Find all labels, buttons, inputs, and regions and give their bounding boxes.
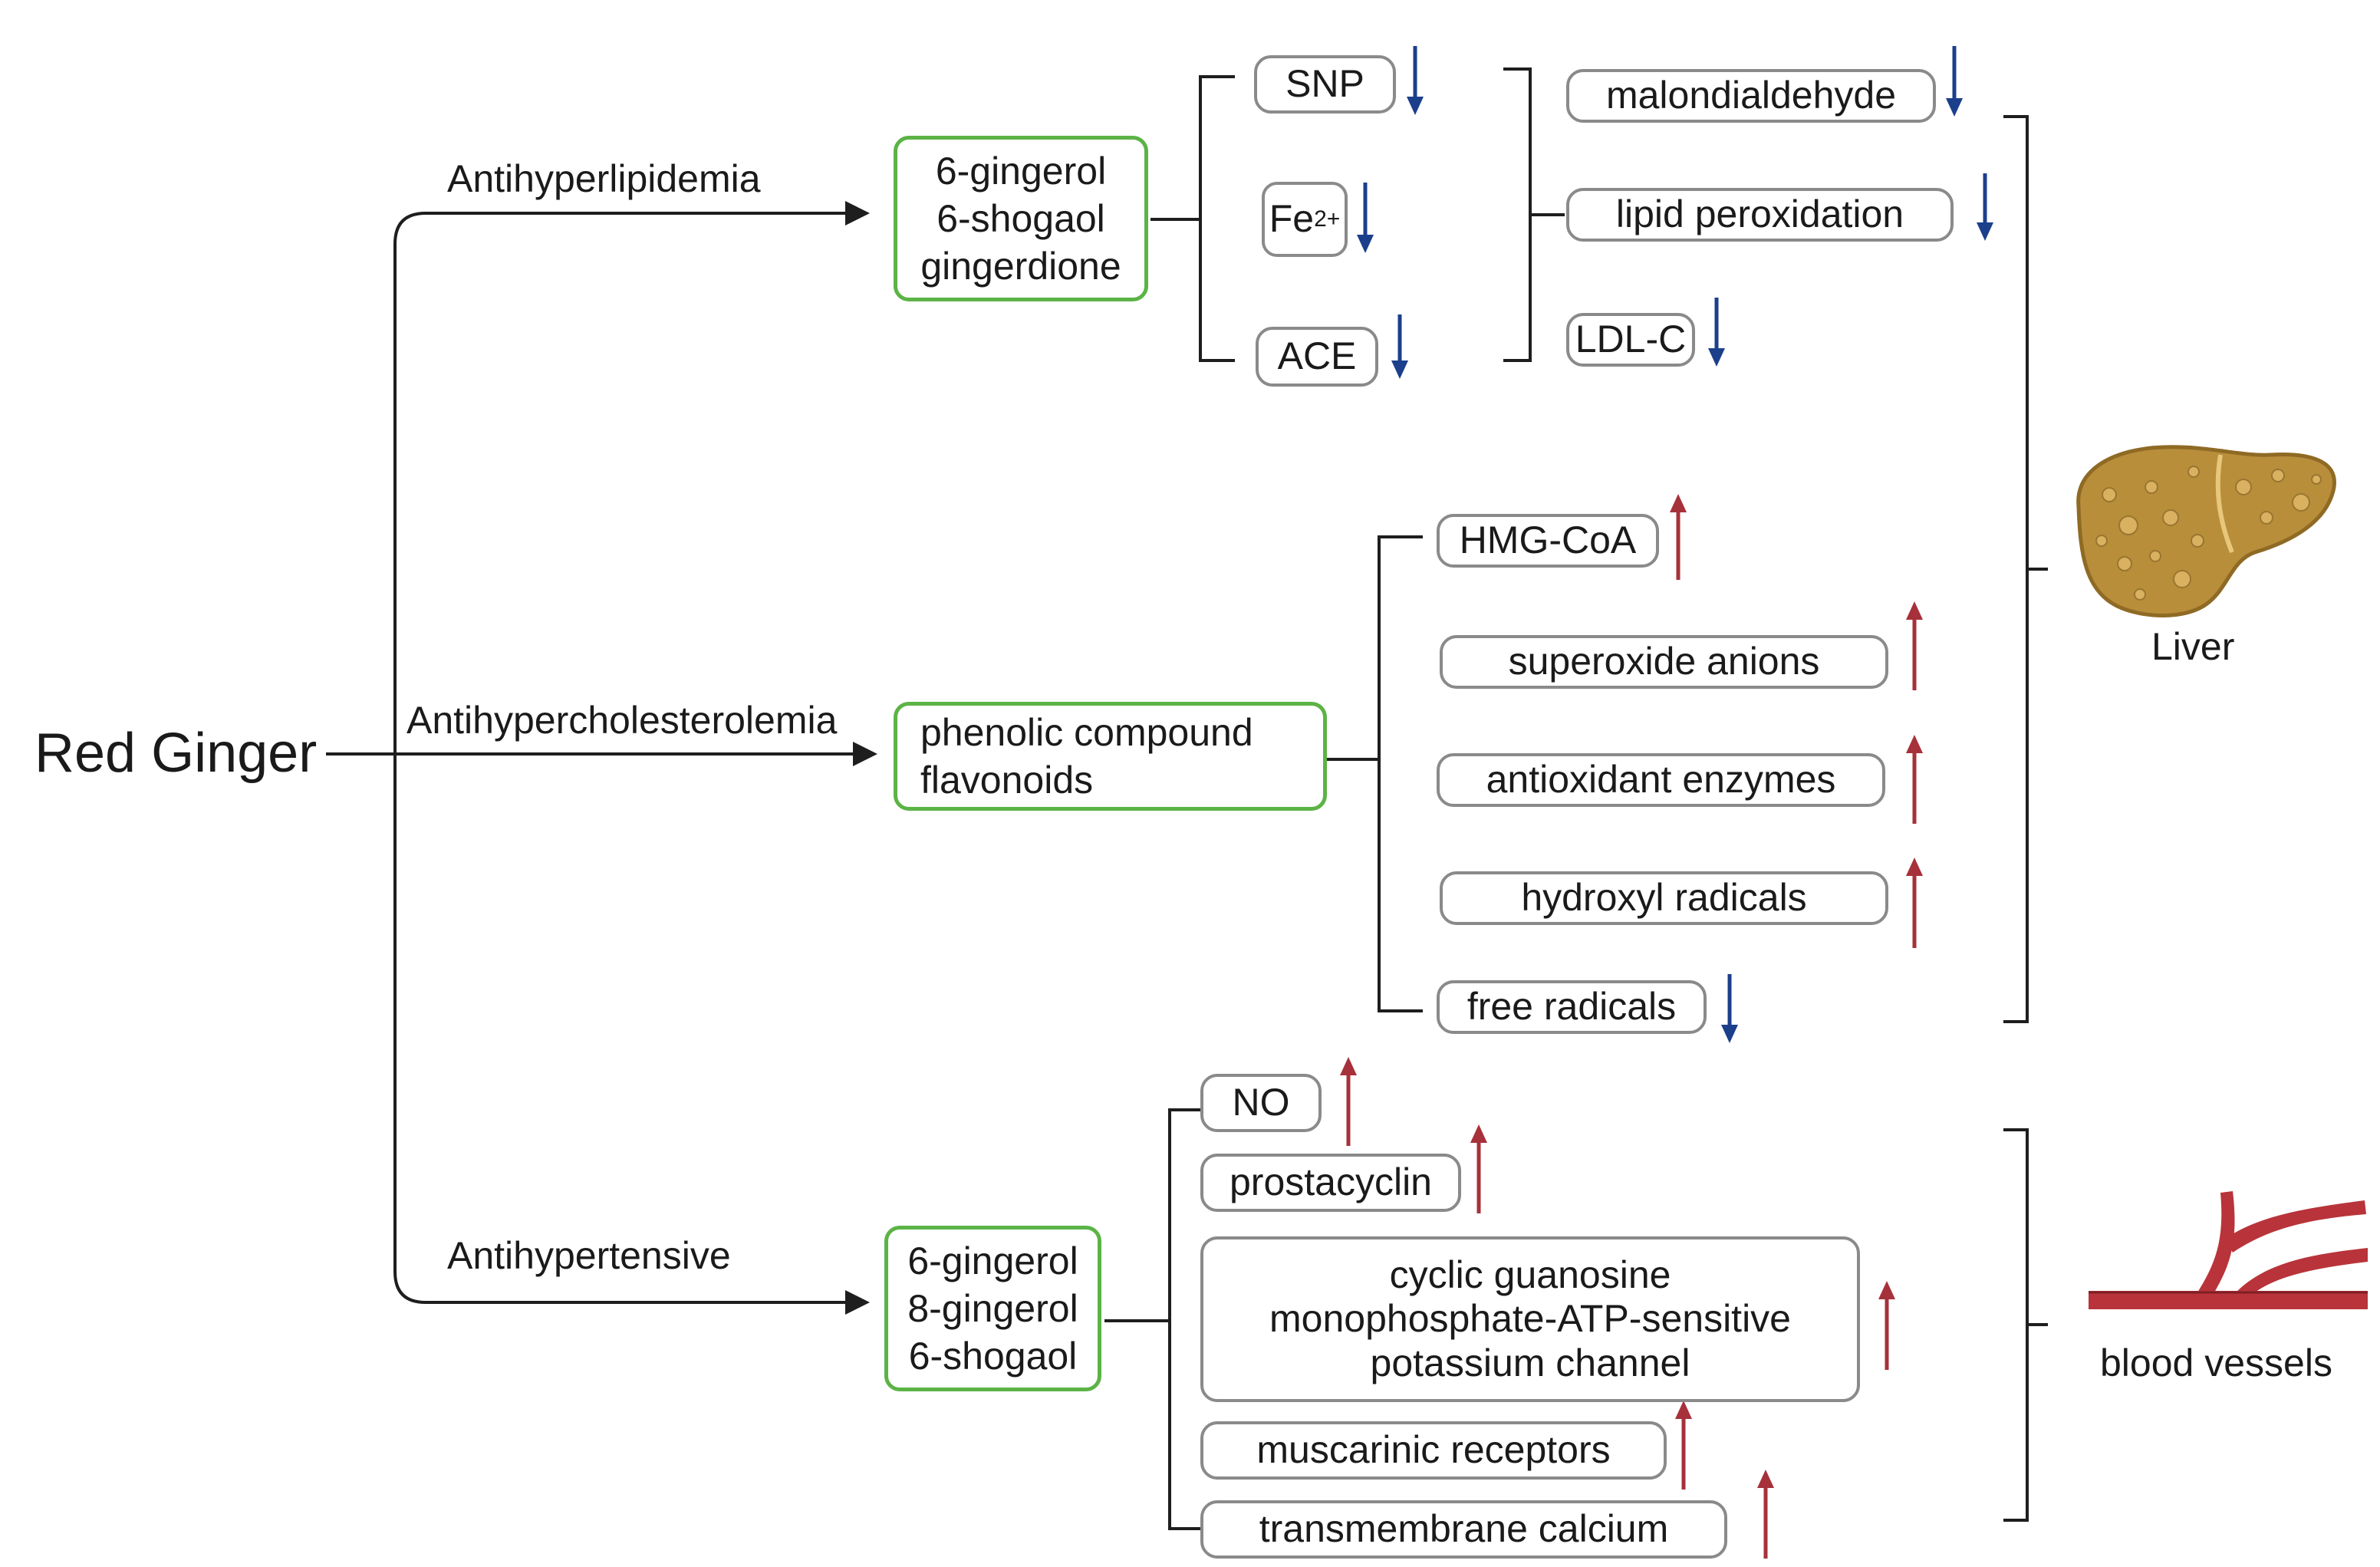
effect-prostacyclin: prostacyclin [1200,1154,1461,1212]
effect-malondialdehyde: malondialdehyde [1566,69,1936,123]
bracket-lipid-effects [1503,67,1532,362]
compound-flavonoids: flavonoids [920,759,1094,802]
bracket-tension-effects [1168,1108,1200,1530]
effect-hmg-coa: HMG-CoA [1437,514,1659,568]
effect-hydroxyl-radicals: hydroxyl radicals [1440,871,1888,925]
liver-icon [2076,445,2336,617]
bracket-cholesterol-effects [1378,535,1423,1012]
organ-label-liver: Liver [2151,625,2235,668]
effect-transmembrane-calcium: transmembrane calcium [1200,1500,1727,1559]
compound-gingerdione: gingerdione [920,245,1121,288]
bracket-lipid-targets [1199,75,1235,362]
compound-phenolic: phenolic compound [920,711,1253,754]
compound-8-gingerol: 8-gingerol [907,1287,1078,1330]
down-arrow-icon-lipid_targets-1 [1357,183,1374,253]
up-arrow-icon-cholesterol_effects-3 [1906,858,1923,948]
bracket-vessels [2003,1128,2029,1522]
down-arrow-icon-cholesterol_effects-4 [1721,974,1738,1043]
pathway-label-antihypertensive: Antihypertensive [447,1234,731,1277]
compound-6-shogaol: 6-shogaol [937,197,1105,240]
effect-free-radicals: free radicals [1437,980,1707,1034]
up-arrow-icon-cholesterol_effects-1 [1906,601,1923,690]
compound-6-shogaol: 6-shogaol [908,1335,1078,1378]
effect-superoxide-anions: superoxide anions [1440,635,1888,689]
compound-6-gingerol: 6-gingerol [935,150,1107,193]
blood-vessel-icon [2089,1191,2368,1309]
effect-lipid-peroxidation: lipid peroxidation [1566,188,1954,242]
compound-6-gingerol: 6-gingerol [907,1239,1078,1282]
up-arrow-icon-tension_effects-1 [1470,1124,1487,1213]
effect-cgmp-katp-channel: cyclic guanosine monophosphate-ATP-sensi… [1200,1236,1860,1402]
up-arrow-icon-tension_effects-3 [1675,1401,1692,1490]
compound-box-lipid: 6-gingerol 6-shogaol gingerdione [894,136,1148,301]
target-ace: ACE [1256,327,1378,387]
compound-box-cholesterol: phenolic compound flavonoids [894,702,1327,811]
effect-ldl-c: LDL-C [1566,313,1695,367]
effect-muscarinic-receptors: muscarinic receptors [1200,1421,1667,1480]
effect-antioxidant-enzymes: antioxidant enzymes [1437,753,1885,807]
connector-branch-lipid [393,212,870,1315]
pathway-label-antihyperlipidemia: Antihyperlipidemia [447,157,761,200]
down-arrow-icon-lipid_targets-2 [1391,314,1408,379]
up-arrow-icon-cholesterol_effects-2 [1906,735,1923,824]
up-arrow-icon-tension_effects-0 [1340,1057,1357,1146]
up-arrow-icon-tension_effects-4 [1757,1470,1774,1559]
up-arrow-icon-tension_effects-2 [1878,1281,1895,1370]
down-arrow-icon-lipid_effects-1 [1977,173,1993,241]
root-label: Red Ginger [35,723,318,784]
pathway-label-antihypercholesterolemia: Antihypercholesterolemia [407,699,838,742]
compound-box-tension: 6-gingerol 8-gingerol 6-shogaol [884,1226,1101,1391]
effect-no: NO [1200,1074,1322,1132]
down-arrow-icon-lipid_effects-2 [1708,298,1725,367]
organ-label-blood-vessels: blood vessels [2100,1341,2332,1384]
arrow-layer [1340,46,1993,1559]
target-snp: SNP [1254,55,1396,114]
bracket-liver [2003,115,2029,1023]
down-arrow-icon-lipid_effects-0 [1946,46,1963,117]
down-arrow-icon-lipid_targets-0 [1407,46,1424,115]
up-arrow-icon-cholesterol_effects-0 [1670,494,1687,580]
